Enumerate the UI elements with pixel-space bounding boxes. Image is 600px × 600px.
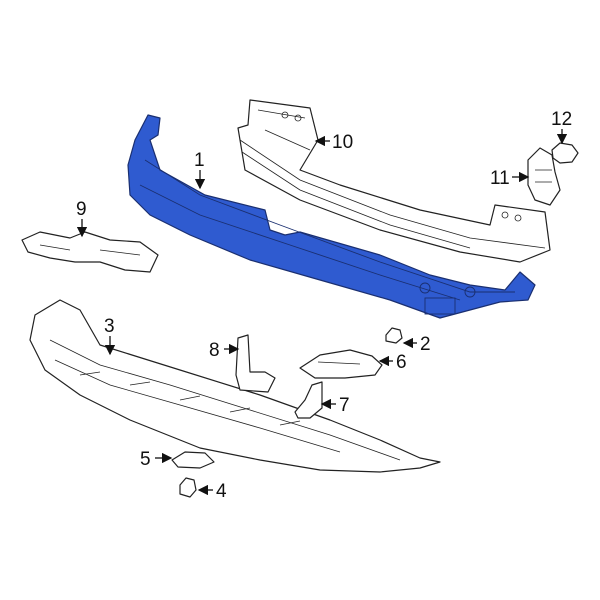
part-5-bracket[interactable] — [171, 451, 215, 469]
callout-label: 4 — [216, 481, 227, 502]
callout-label: 8 — [209, 340, 220, 361]
callout-2: 2 — [402, 334, 431, 355]
callout-label: 10 — [332, 132, 353, 153]
callout-label: 2 — [420, 334, 431, 355]
callout-label: 3 — [104, 316, 115, 337]
callout-label: 11 — [490, 168, 510, 189]
part-11-bracket[interactable] — [527, 147, 561, 206]
callout-label: 12 — [551, 109, 572, 130]
part-8-bracket[interactable] — [235, 334, 276, 393]
callout-label: 5 — [140, 449, 151, 470]
callout-label: 7 — [339, 395, 350, 416]
part-3-air-deflector[interactable] — [29, 299, 441, 473]
callout-11: 11 — [490, 168, 530, 189]
part-1-energy-absorber[interactable] — [127, 114, 536, 319]
part-6-bracket[interactable] — [299, 349, 383, 379]
callout-4: 4 — [197, 481, 227, 502]
callout-3: 3 — [104, 316, 116, 356]
callout-label: 6 — [396, 352, 407, 373]
callout-label: 1 — [194, 150, 205, 171]
part-12-clip[interactable] — [551, 142, 579, 164]
callout-10: 10 — [314, 132, 353, 153]
part-2-clip[interactable] — [385, 327, 403, 344]
part-9-bracket[interactable] — [21, 231, 159, 273]
callout-7: 7 — [320, 395, 350, 416]
callout-label: 9 — [76, 199, 87, 220]
callout-5: 5 — [140, 449, 173, 470]
part-4-clip[interactable] — [179, 477, 197, 498]
callout-9: 9 — [76, 199, 88, 238]
part-7-bracket[interactable] — [294, 381, 323, 419]
callout-8: 8 — [209, 340, 240, 361]
callout-6: 6 — [378, 352, 407, 373]
callout-1: 1 — [194, 150, 206, 190]
callout-12: 12 — [551, 109, 572, 145]
